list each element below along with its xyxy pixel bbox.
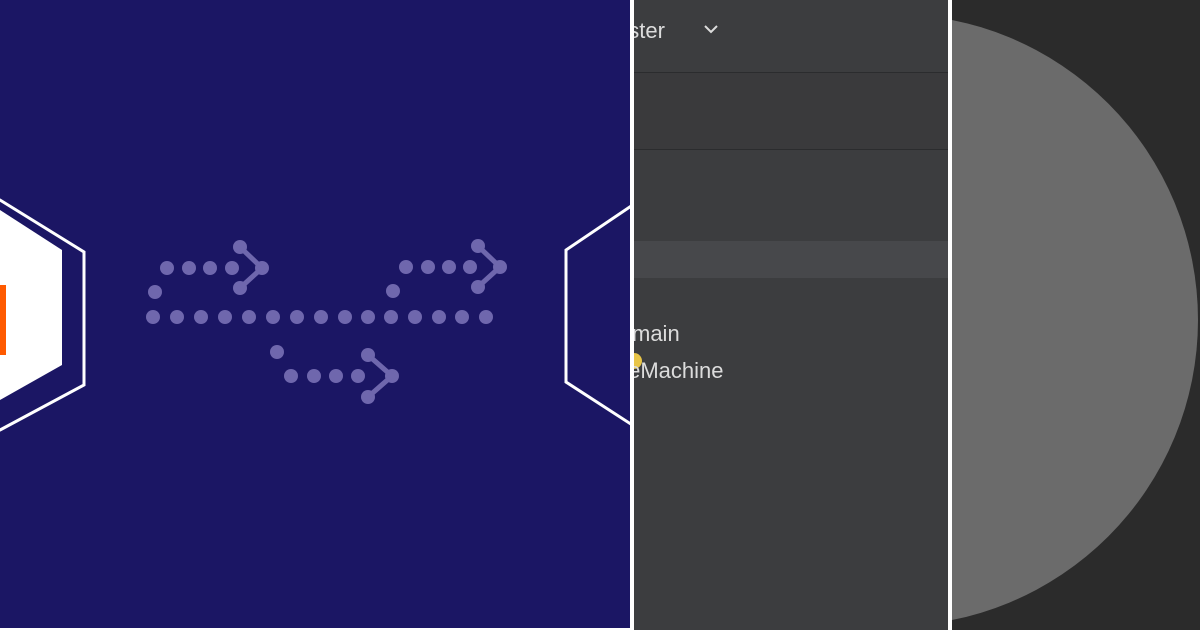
git-branch-graphic	[0, 198, 630, 432]
tree-selected-row[interactable]	[634, 241, 948, 278]
divider-right	[948, 0, 952, 630]
orange-accent	[0, 285, 6, 355]
divider-left	[630, 0, 634, 630]
chevron-down-icon[interactable]	[702, 20, 720, 38]
ide-panel: aster main teMachine	[634, 0, 948, 630]
tree-item-main[interactable]: main	[634, 321, 680, 346]
status-dot-icon	[634, 353, 642, 369]
toolbar-row	[634, 73, 948, 150]
tree-item-state-machine[interactable]: teMachine	[634, 358, 724, 383]
git-illustration	[0, 0, 630, 628]
avatar-panel	[952, 0, 1200, 630]
avatar-circle	[952, 20, 1198, 620]
commit-dots	[146, 239, 507, 404]
hexagon-left-fill	[0, 210, 62, 400]
branch-selector[interactable]: aster	[634, 0, 948, 73]
branch-label[interactable]: aster	[634, 18, 665, 43]
hexagon-right	[564, 204, 630, 426]
file-tree: main teMachine	[634, 150, 948, 630]
